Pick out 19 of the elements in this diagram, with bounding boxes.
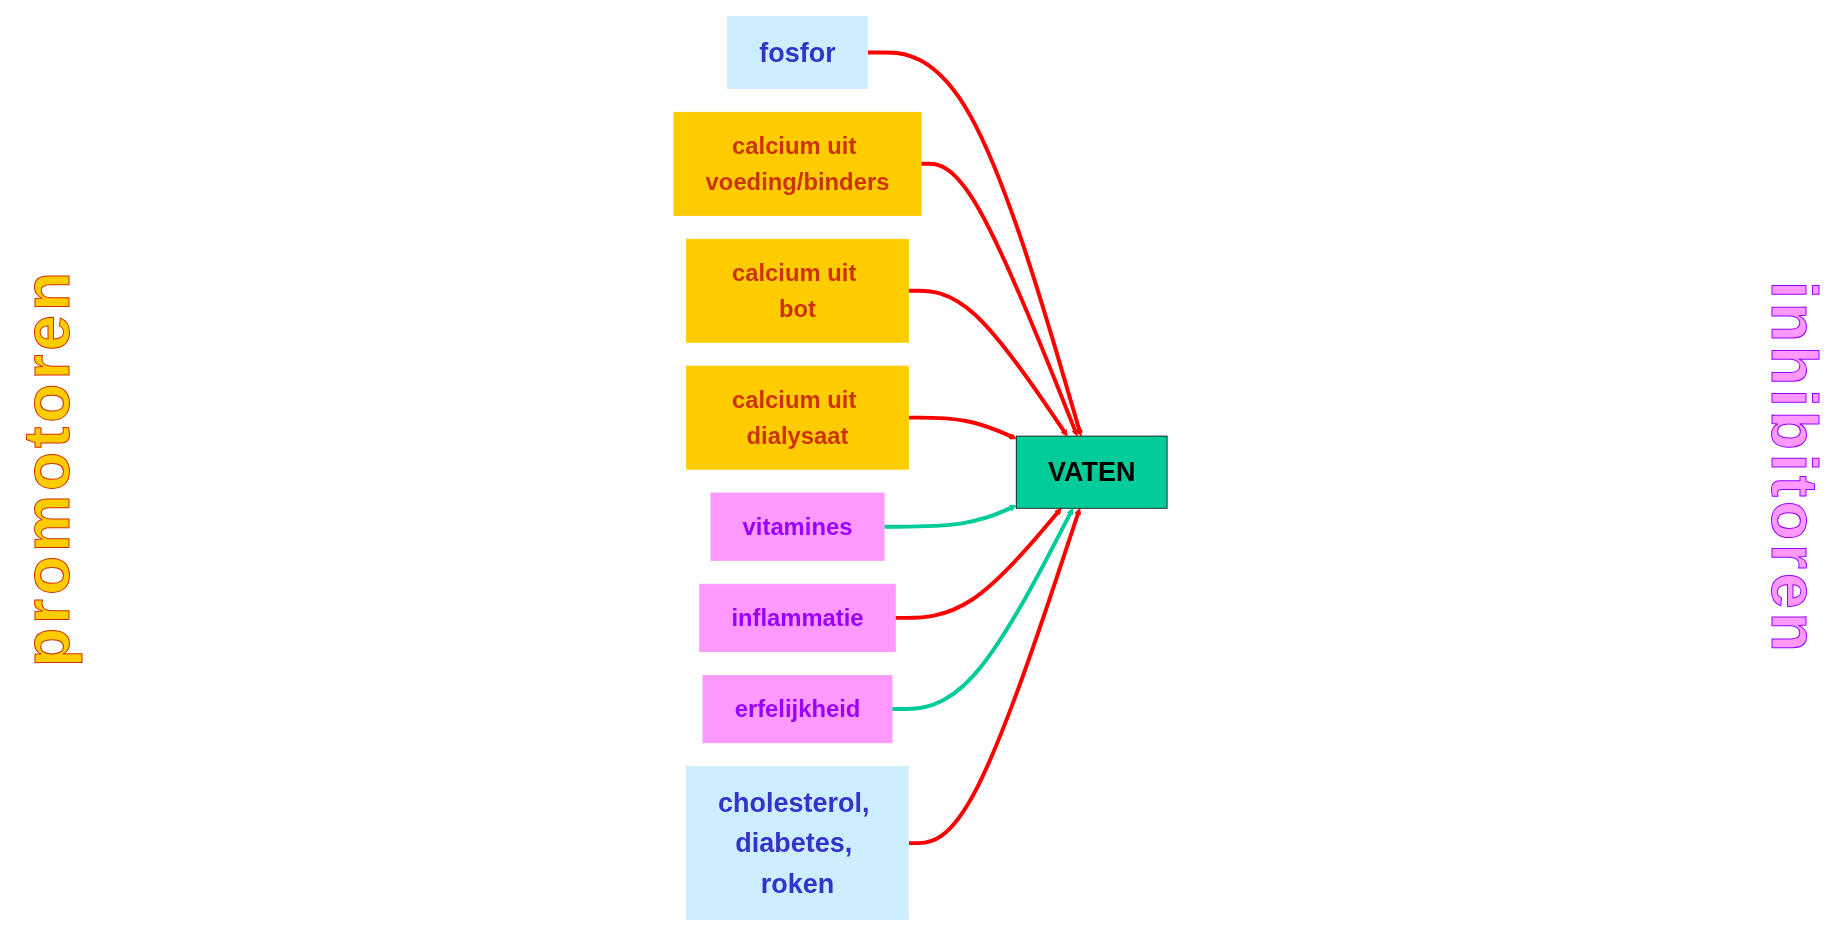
node-box: vitamines: [710, 492, 885, 561]
arrow: [908, 507, 1082, 846]
node-box: calcium uit dialysaat: [686, 365, 909, 470]
node-box: cholesterol, diabetes, roken: [685, 766, 910, 921]
arrow: [908, 288, 1068, 437]
arrow: [908, 415, 1017, 440]
node-box: calcium uit bot: [686, 238, 909, 343]
arrow: [867, 50, 1083, 437]
node-box: inflammatie: [699, 583, 896, 652]
node-box: VATEN: [1015, 435, 1168, 509]
node-box: calcium uit voeding/binders: [673, 111, 922, 216]
side-label: promotoren: [10, 268, 84, 668]
node-box: fosfor: [727, 15, 868, 89]
arrow: [895, 507, 1062, 620]
arrow: [921, 161, 1079, 437]
node-box: erfelijkheid: [702, 675, 893, 744]
side-label: inhibitoren: [1757, 280, 1831, 656]
arrow: [884, 504, 1017, 529]
arrow: [892, 507, 1074, 712]
